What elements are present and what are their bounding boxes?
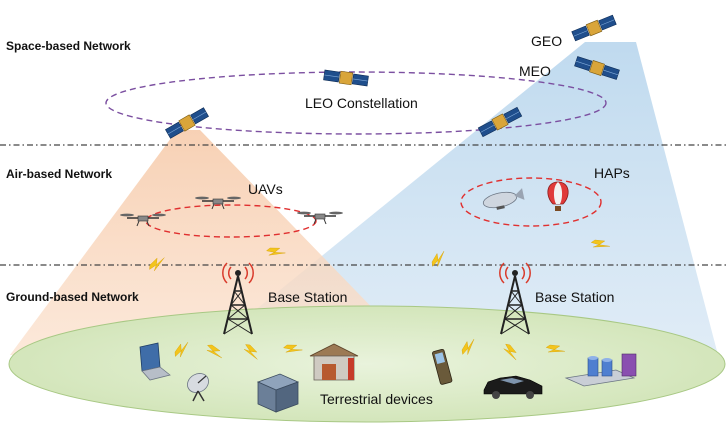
terrestrial-devices-label: Terrestrial devices [320, 391, 433, 407]
geo-satellite-icon [571, 13, 617, 43]
airship-icon [482, 188, 525, 210]
balloon-icon [547, 181, 569, 211]
leo-coverage-beam [10, 130, 418, 355]
ground-layer-label: Ground-based Network [6, 290, 139, 304]
laptop-icon [139, 342, 171, 381]
mobile-phone-icon [432, 348, 453, 385]
house-icon [309, 343, 359, 381]
leo-orbit [105, 71, 607, 135]
haps-label: HAPs [594, 165, 630, 181]
haps-orbit [460, 177, 602, 227]
satellite-dish-icon [187, 373, 209, 402]
industrial-equipment-icon [564, 353, 637, 387]
air-layer-label: Air-based Network [6, 167, 112, 181]
space-layer-label: Space-based Network [6, 39, 131, 53]
base-station-right-label: Base Station [535, 289, 614, 305]
leo-label: LEO Constellation [305, 95, 418, 111]
server-building-icon [256, 373, 300, 413]
car-icon [483, 375, 543, 399]
meo-label: MEO [519, 63, 551, 79]
uav-orbit [145, 204, 317, 238]
uavs-label: UAVs [248, 181, 283, 197]
ground-area [8, 305, 726, 423]
base-station-left-label: Base Station [268, 289, 347, 305]
geo-label: GEO [531, 33, 562, 49]
drone-icon [296, 210, 344, 225]
